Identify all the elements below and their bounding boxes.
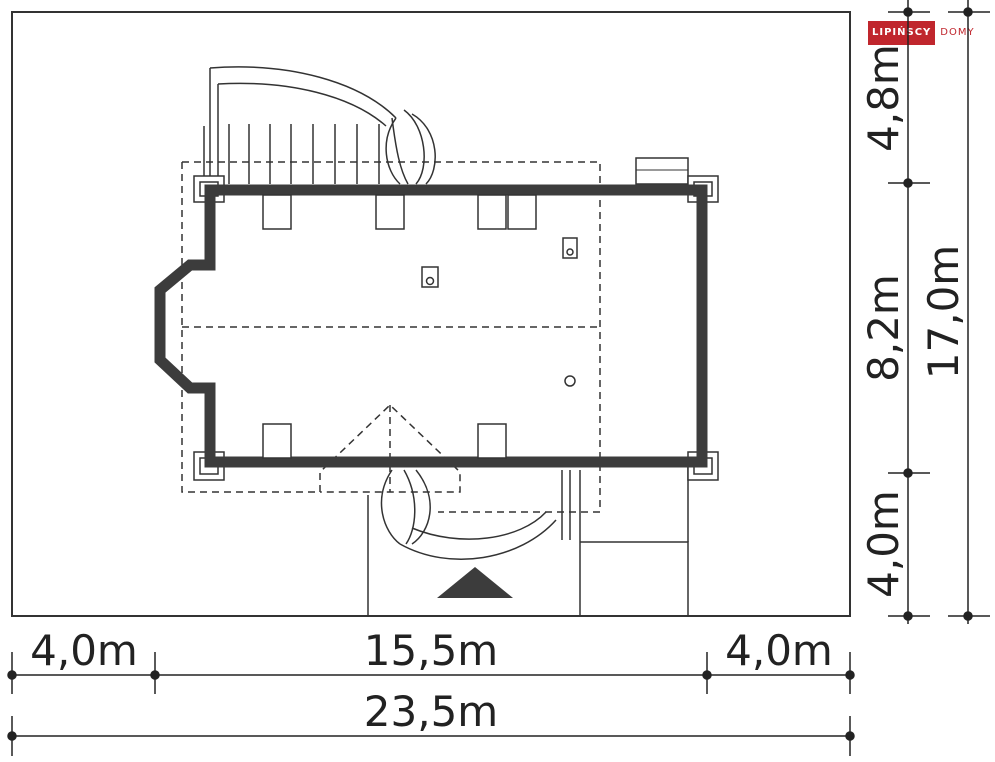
entrance-arrow-icon xyxy=(437,567,513,598)
south-terrace xyxy=(380,469,571,560)
access-paths xyxy=(367,462,689,616)
dim-bottom-right: 4,0m xyxy=(725,626,833,675)
roof-vents xyxy=(421,237,578,387)
bottom-dimensions xyxy=(7,652,855,756)
dim-bottom-left: 4,0m xyxy=(30,626,138,675)
chimney xyxy=(635,157,689,185)
house-walls xyxy=(154,184,708,468)
brand-logo: LIPIŃSCY DOMY xyxy=(868,21,980,45)
dim-right-top: 4,8m xyxy=(859,44,908,152)
north-terrace xyxy=(203,66,436,185)
right-dimensions xyxy=(888,0,990,624)
dim-bottom-total: 23,5m xyxy=(364,687,498,736)
roof-windows xyxy=(262,194,537,459)
logo-brand: LIPIŃSCY xyxy=(868,21,936,45)
dim-right-mid: 8,2m xyxy=(859,274,908,382)
dim-bottom-mid: 15,5m xyxy=(364,626,498,675)
logo-sub: DOMY xyxy=(935,21,980,45)
roof-outline xyxy=(181,161,601,513)
dim-right-bottom: 4,0m xyxy=(859,490,908,598)
plot-boundary xyxy=(11,11,851,617)
dim-right-total: 17,0m xyxy=(919,245,968,379)
